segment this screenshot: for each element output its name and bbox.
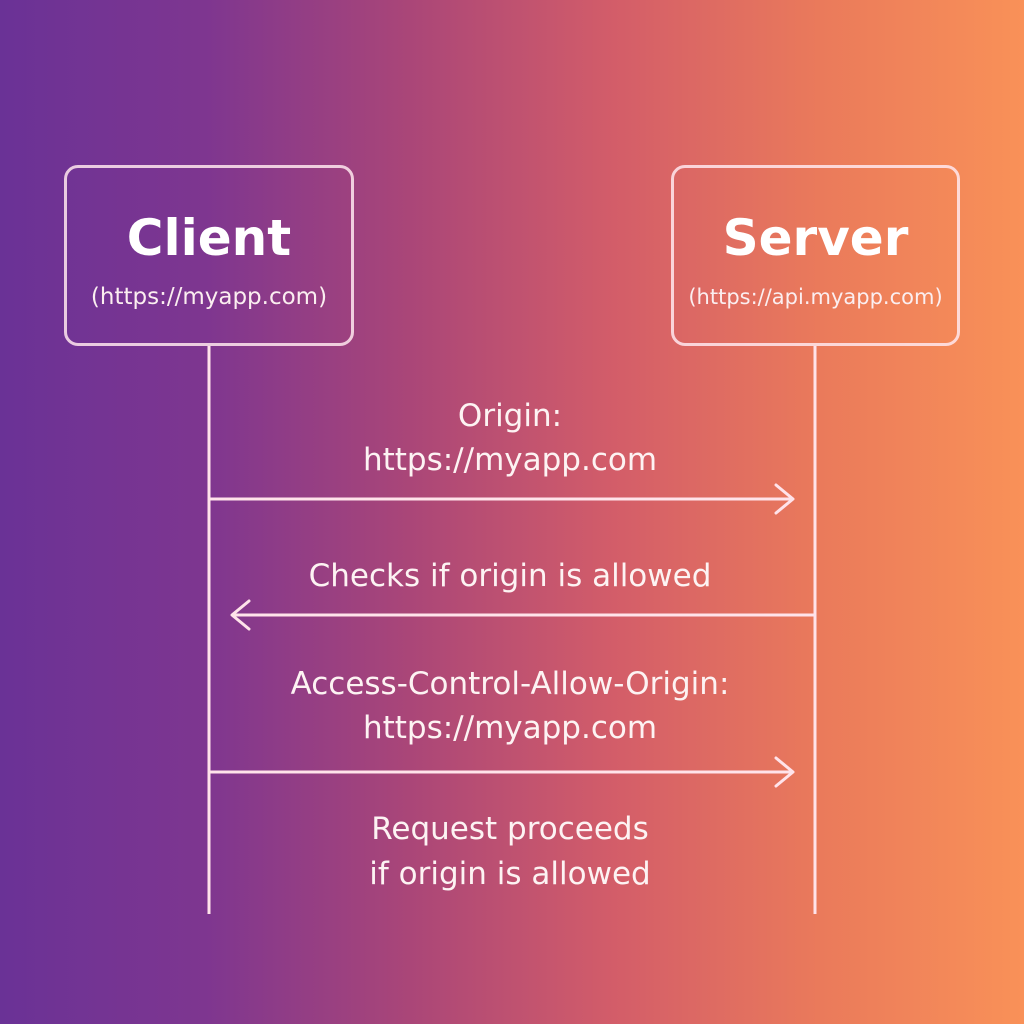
- server-origin: (https://api.myapp.com): [688, 285, 943, 309]
- message-origin-check: Checks if origin is allowed: [308, 558, 712, 594]
- client-origin: (https://myapp.com): [90, 284, 328, 310]
- arrow-allow-origin: [209, 756, 795, 788]
- message-origin-value: https://myapp.com: [362, 442, 658, 478]
- arrow-origin-check: [230, 599, 815, 631]
- message-request-proceeds: Request proceeds: [371, 811, 649, 847]
- server-title: Server: [722, 209, 909, 267]
- client-title: Client: [126, 209, 292, 267]
- message-allow-origin-header-label: Access-Control-Allow-Origin:: [290, 666, 730, 702]
- message-origin-header-label: Origin:: [457, 398, 563, 434]
- server-box: Server (https://api.myapp.com): [671, 165, 960, 346]
- message-request-proceeds-condition: if origin is allowed: [369, 856, 651, 892]
- arrow-request-origin: [209, 483, 795, 515]
- client-box: Client (https://myapp.com): [64, 165, 354, 346]
- message-allow-origin-value: https://myapp.com: [362, 710, 658, 746]
